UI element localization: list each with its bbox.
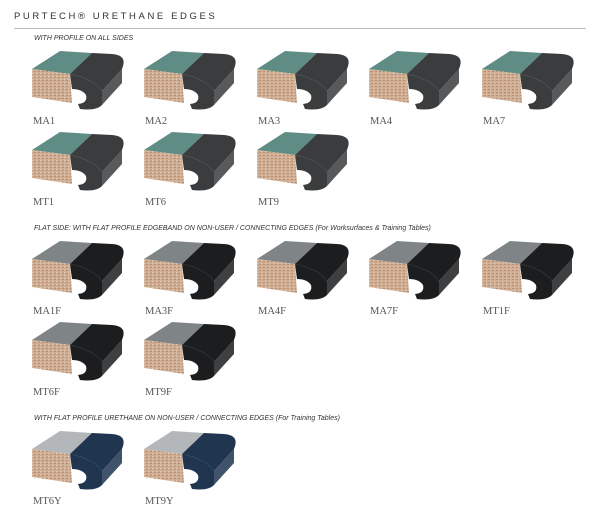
edge-profile-image (482, 51, 574, 110)
edge-profile-mt6y: MT6Y (30, 427, 135, 507)
edge-profile-ma4f: MA4F (255, 237, 360, 317)
edge-profile-mt9: MT9 (255, 128, 360, 208)
profile-code: MT1 (33, 197, 54, 208)
edge-profile-image (144, 51, 236, 110)
edge-profile-image (369, 241, 461, 300)
edge-profile-ma1: MA1 (30, 47, 135, 127)
profile-code: MA2 (145, 116, 168, 127)
edge-profile-image (482, 241, 574, 300)
edge-profile-image (144, 431, 236, 490)
profile-code: MA3F (145, 306, 174, 317)
edge-profile-image (144, 322, 236, 381)
divider (14, 28, 586, 29)
edge-profile-ma3f: MA3F (142, 237, 247, 317)
section-label: FLAT SIDE: WITH FLAT PROFILE EDGEBAND ON… (34, 225, 431, 232)
profile-code: MA1F (33, 306, 62, 317)
edge-profile-image (32, 241, 124, 300)
profile-code: MT6F (33, 387, 60, 398)
profile-code: MT6Y (33, 496, 62, 507)
edge-profile-image (144, 241, 236, 300)
profile-code: MT1F (483, 306, 510, 317)
profile-code: MT9 (258, 197, 279, 208)
profile-code: MA7 (483, 116, 506, 127)
edge-profile-mt1f: MT1F (480, 237, 585, 317)
edge-profile-ma4: MA4 (367, 47, 472, 127)
edge-profile-image (369, 51, 461, 110)
section-label: WITH PROFILE ON ALL SIDES (34, 35, 134, 42)
profile-code: MA1 (33, 116, 56, 127)
profile-code: MA3 (258, 116, 281, 127)
edge-profile-image (32, 51, 124, 110)
edge-profile-mt6: MT6 (142, 128, 247, 208)
profile-code: MA4F (258, 306, 287, 317)
edge-profile-image (257, 241, 349, 300)
section-label: WITH FLAT PROFILE URETHANE ON NON-USER /… (34, 415, 340, 422)
edge-profile-ma1f: MA1F (30, 237, 135, 317)
edge-profile-mt9f: MT9F (142, 318, 247, 398)
edge-profile-ma3: MA3 (255, 47, 360, 127)
profile-code: MT9F (145, 387, 172, 398)
edge-profile-image (144, 132, 236, 191)
profile-code: MT9Y (145, 496, 174, 507)
edge-profile-image (257, 51, 349, 110)
edge-profile-image (32, 431, 124, 490)
profile-code: MA4 (370, 116, 393, 127)
profile-code: MT6 (145, 197, 166, 208)
profile-code: MA7F (370, 306, 399, 317)
edge-profile-image (32, 322, 124, 381)
edge-profile-ma2: MA2 (142, 47, 247, 127)
edge-profile-mt6f: MT6F (30, 318, 135, 398)
edge-profile-image (257, 132, 349, 191)
edge-profile-ma7: MA7 (480, 47, 585, 127)
edge-profile-mt9y: MT9Y (142, 427, 247, 507)
edge-profile-ma7f: MA7F (367, 237, 472, 317)
edge-profile-mt1: MT1 (30, 128, 135, 208)
page-title: PURTECH® URETHANE EDGES (14, 11, 218, 22)
edge-profile-image (32, 132, 124, 191)
